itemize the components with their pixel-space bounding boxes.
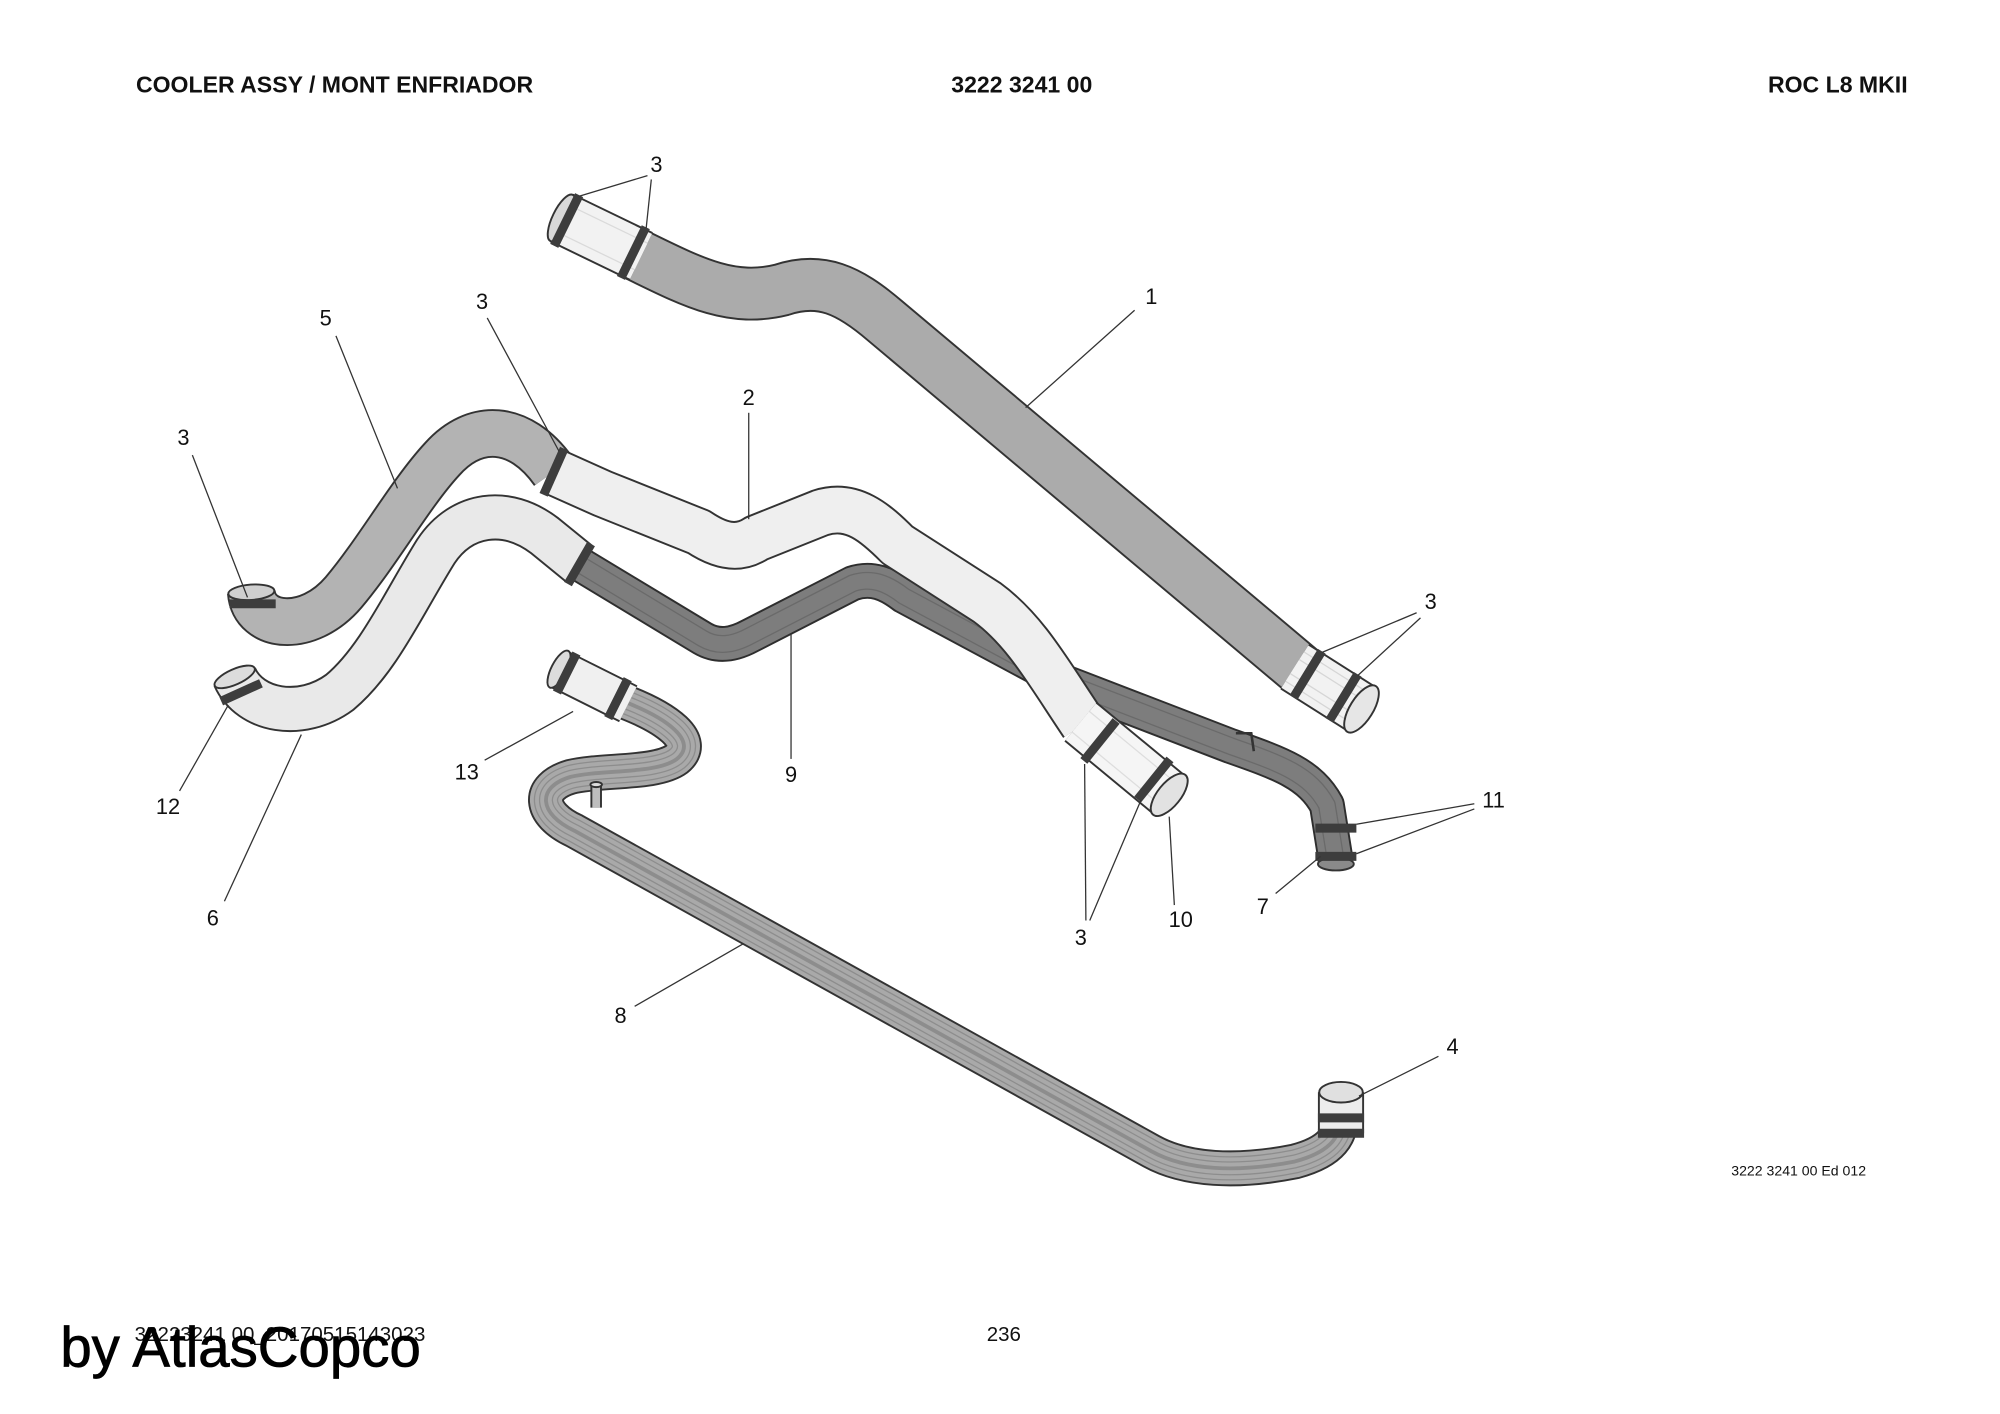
clamp bbox=[604, 677, 632, 721]
leader-line bbox=[1356, 803, 1475, 825]
model-name: ROC L8 MKII bbox=[1768, 71, 1908, 97]
hose-6 bbox=[212, 517, 580, 709]
clamps bbox=[219, 193, 1365, 1138]
callouts: 3 1 3 5 2 3 3 12 6 13 9 11 7 3 10 8 4 bbox=[156, 152, 1505, 1059]
callout-label: 2 bbox=[743, 385, 755, 410]
leader-line bbox=[645, 179, 652, 229]
callout-label: 10 bbox=[1169, 907, 1193, 932]
hose-8 bbox=[546, 701, 1341, 1168]
callout-label: 12 bbox=[156, 794, 180, 819]
page-number: 236 bbox=[987, 1323, 1021, 1346]
callout-label: 3 bbox=[650, 152, 662, 177]
clamp bbox=[1289, 648, 1326, 700]
clamp bbox=[1325, 671, 1362, 723]
leader-line bbox=[191, 454, 249, 598]
callout-label: 9 bbox=[785, 762, 797, 787]
callout-label: 3 bbox=[177, 425, 189, 450]
hose-end-cap bbox=[1149, 772, 1189, 817]
leader-line bbox=[484, 710, 574, 761]
callout-label: 3 bbox=[476, 289, 488, 314]
callout-label: 6 bbox=[207, 906, 219, 931]
leader-line bbox=[1275, 855, 1321, 895]
document-id: 32223241 00_20170515143023 bbox=[135, 1323, 426, 1346]
leader-line bbox=[1357, 617, 1421, 677]
callout-label: 3 bbox=[1425, 589, 1437, 614]
leader-line bbox=[178, 704, 229, 792]
clamp bbox=[219, 679, 263, 706]
clamp bbox=[550, 193, 584, 248]
clamp bbox=[552, 651, 581, 695]
clamp bbox=[1134, 756, 1174, 803]
hose-stub bbox=[589, 781, 603, 808]
hose-end-cap bbox=[1318, 1081, 1364, 1104]
page-title: COOLER ASSY / MONT ENFRIADOR bbox=[136, 71, 534, 97]
leader-line bbox=[486, 317, 560, 452]
leader-line bbox=[1025, 309, 1136, 409]
callout-label: 5 bbox=[320, 306, 332, 331]
clamp bbox=[564, 541, 595, 587]
clamp bbox=[1080, 718, 1120, 764]
leader-line bbox=[579, 175, 648, 197]
hose-2 bbox=[554, 472, 1194, 822]
callout-label: 1 bbox=[1145, 284, 1157, 309]
clamp bbox=[539, 446, 569, 497]
hose-1-sleeve-top bbox=[562, 218, 641, 256]
part-number: 3222 3241 00 bbox=[951, 71, 1092, 97]
leader-line bbox=[1358, 1055, 1439, 1097]
leader-lines bbox=[178, 175, 1475, 1097]
stub-cap bbox=[589, 781, 603, 789]
hose-bracket bbox=[1235, 731, 1256, 752]
clamp bbox=[616, 225, 650, 280]
watermark: by AtlasCopco bbox=[60, 1316, 420, 1379]
hose-end-cap bbox=[1343, 684, 1380, 734]
leader-line bbox=[335, 335, 399, 489]
hose-4-end bbox=[1319, 1082, 1363, 1133]
callout-label: 4 bbox=[1446, 1034, 1458, 1059]
callout-label: 11 bbox=[1482, 788, 1505, 813]
callout-label: 3 bbox=[1075, 925, 1087, 950]
leader-line bbox=[1083, 764, 1087, 921]
callout-label: 7 bbox=[1257, 894, 1269, 919]
leader-line bbox=[1089, 799, 1142, 921]
leader-line bbox=[634, 942, 744, 1007]
hose-end-cap bbox=[213, 664, 256, 690]
leader-line bbox=[1321, 612, 1417, 654]
drawing-reference: 3222 3241 00 Ed 012 bbox=[1731, 1163, 1866, 1179]
leader-line bbox=[223, 734, 302, 902]
callout-label: 8 bbox=[614, 1003, 626, 1028]
leader-line bbox=[1356, 808, 1475, 855]
hose-1 bbox=[542, 191, 1385, 738]
callout-label: 13 bbox=[455, 759, 479, 784]
leader-line bbox=[1168, 816, 1175, 906]
